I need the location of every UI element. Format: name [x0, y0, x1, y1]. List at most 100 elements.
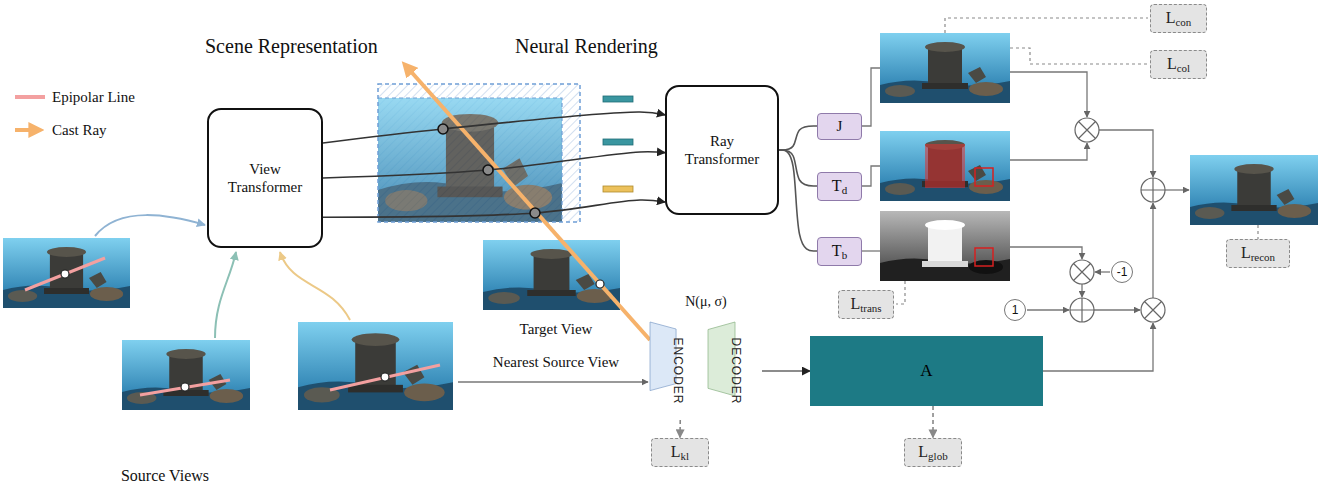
node-text: Ltrans	[850, 295, 881, 314]
loss-box: Lcon	[1150, 4, 1207, 33]
node-text: Ray Transformer	[677, 132, 767, 168]
data-wire	[862, 68, 880, 126]
scene-volume	[378, 98, 562, 222]
section-heading: Neural Rendering	[515, 34, 658, 58]
scene-volume	[378, 84, 580, 222]
loss-box: Lkl	[651, 438, 709, 467]
section-heading: Scene Representation	[205, 34, 378, 58]
output-photo	[975, 248, 993, 266]
operator	[1070, 260, 1094, 284]
pixel-dot	[61, 270, 69, 278]
loss-leader	[1257, 225, 1258, 239]
source-view-photo	[3, 238, 453, 410]
loss-box: Lcol	[1150, 50, 1207, 79]
view-caption: Target View	[520, 320, 593, 338]
node-text: Lglob	[918, 443, 947, 462]
data-wire	[1010, 143, 1087, 160]
legend-text: Epipolar Line	[52, 88, 135, 106]
output-photo	[925, 144, 965, 188]
output-head: Tb	[817, 237, 862, 266]
node-text: View Transformer	[220, 160, 310, 196]
cast-ray	[596, 280, 604, 288]
output-photo	[975, 168, 993, 186]
loss-box: Lrecon	[1226, 239, 1290, 268]
connector	[932, 406, 934, 438]
sample-point	[438, 124, 540, 218]
input-arrow	[280, 252, 350, 320]
node-text: A	[920, 361, 932, 381]
operator	[1075, 118, 1099, 142]
connector	[779, 150, 817, 251]
loss-leader	[896, 281, 905, 304]
view-caption: Source Views	[121, 466, 209, 485]
node-text: J	[837, 118, 843, 135]
airlight-map: A	[810, 336, 1043, 406]
legend-sample	[15, 97, 45, 130]
target-view-photo	[483, 240, 620, 310]
node-text: Tb	[832, 242, 847, 261]
data-wire	[1010, 72, 1087, 117]
operator	[1070, 298, 1094, 322]
data-wire	[1027, 309, 1069, 310]
decoder-block: DECODER	[708, 322, 762, 420]
connector	[323, 112, 665, 143]
encoder-block: ENCODER	[650, 322, 705, 420]
loss-leader	[1010, 48, 1148, 64]
data-wire	[1152, 203, 1153, 298]
connector	[779, 126, 817, 150]
loss-leader	[945, 18, 1148, 33]
data-wire	[1081, 284, 1082, 297]
view-caption: Nearest Source View	[493, 353, 619, 371]
node-text: Lrecon	[1241, 244, 1275, 263]
connector	[323, 152, 665, 178]
node-text: Lcol	[1167, 55, 1190, 74]
output-head: Td	[817, 172, 862, 201]
output-photo	[880, 33, 1010, 103]
feature-bar	[603, 139, 633, 145]
target-view-photo	[483, 240, 620, 310]
epipolar-line	[330, 365, 440, 390]
node-text: Lcon	[1166, 9, 1192, 28]
legend-sample	[15, 95, 45, 99]
data-wire	[1094, 309, 1140, 310]
node-text: Lkl	[671, 443, 689, 462]
legend-sample	[15, 128, 38, 132]
data-wire	[1043, 323, 1153, 371]
node-text: 1	[1012, 303, 1019, 317]
data-wire	[458, 68, 1189, 382]
constant-circle: 1	[1004, 299, 1026, 321]
data-wire	[1099, 130, 1153, 177]
source-view-photo	[298, 322, 453, 410]
source-view-photo	[3, 238, 130, 308]
node-text: ENCODER	[671, 337, 685, 404]
feature-bar	[603, 186, 633, 192]
transformer-box: View Transformer	[207, 108, 323, 248]
sample-point	[483, 165, 493, 175]
data-wire	[1095, 271, 1110, 272]
constant-circle: -1	[1111, 261, 1133, 283]
scene-volume	[378, 84, 580, 222]
data-wire	[1010, 247, 1082, 259]
feature-bar	[603, 96, 633, 192]
connector	[779, 150, 817, 186]
output-photo	[1190, 155, 1318, 225]
operator	[1141, 178, 1165, 202]
transformer-box: Ray Transformer	[665, 85, 779, 215]
sample-point	[438, 124, 448, 134]
scene-volume	[378, 98, 562, 222]
data-wire	[862, 250, 880, 251]
node-text: -1	[1117, 265, 1128, 279]
connector	[679, 420, 681, 438]
output-photo	[880, 211, 1010, 281]
loss-box: Lglob	[904, 438, 962, 467]
connector	[323, 200, 665, 217]
node-text: DECODER	[728, 337, 742, 404]
feature-bar	[603, 96, 633, 102]
loss-leader	[896, 18, 1258, 304]
epipolar-line	[140, 380, 230, 395]
legend-text: Cast Ray	[52, 121, 107, 139]
